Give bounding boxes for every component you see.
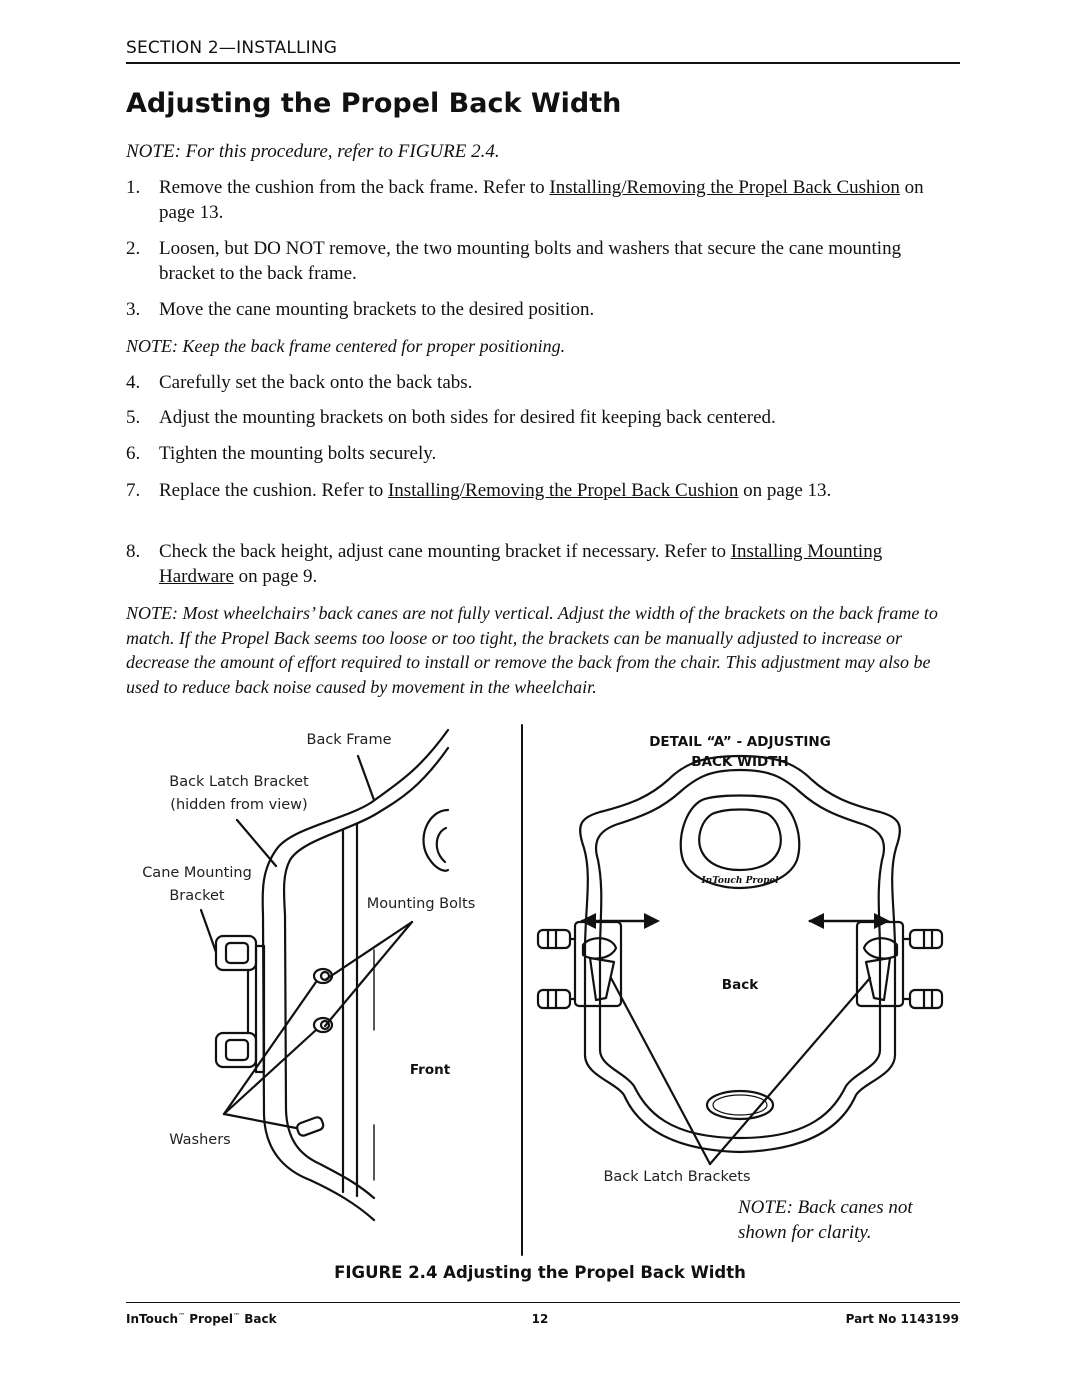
step-number: 6. <box>126 443 141 464</box>
step-number: 3. <box>126 299 141 320</box>
step-number: 5. <box>126 407 141 428</box>
trademark-symbol: ™ <box>233 1312 241 1320</box>
footer-brand: InTouch <box>126 1312 179 1326</box>
step-number: 4. <box>126 372 141 393</box>
step-8: 8. Check the back height, adjust cane mo… <box>126 539 956 589</box>
header-rule <box>126 62 960 64</box>
detail-leader-lines <box>609 976 872 1166</box>
figure-illustration: InTouch Propel Back Frame Back Latch Bra… <box>142 724 944 1256</box>
label-detail-a-line1: DETAIL “A” - ADJUSTING <box>649 734 831 750</box>
label-back: Back <box>722 977 759 993</box>
side-view-frame <box>261 728 450 1222</box>
figure-note: NOTE: Back canes not shown for clarity. <box>738 1197 913 1243</box>
step-6: 6. Tighten the mounting bolts securely. <box>126 441 956 466</box>
label-front: Front <box>410 1062 451 1078</box>
label-back-frame: Back Frame <box>307 732 392 748</box>
page-number: 12 <box>531 1312 549 1326</box>
cross-reference-link[interactable]: Installing/Removing the Propel Back Cush… <box>549 177 900 198</box>
step-5: 5. Adjust the mounting brackets on both … <box>126 405 956 430</box>
section-header: SECTION 2—INSTALLING <box>126 38 338 58</box>
step-text: Tighten the mounting bolts securely. <box>159 443 437 464</box>
detail-back-outline <box>579 754 901 1154</box>
label-back-latch-bracket: Back Latch Bracket <box>169 774 309 790</box>
step-text: Carefully set the back onto the back tab… <box>159 372 473 393</box>
cane-mounting-bracket-shape <box>214 934 266 1074</box>
step-3: 3. Move the cane mounting brackets to th… <box>126 297 956 322</box>
step-text-end: on page 9. <box>233 566 318 587</box>
label-detail-a-line2: BACK WIDTH <box>691 754 788 770</box>
step-number: 1. <box>126 177 141 198</box>
figure-caption: FIGURE 2.4 Adjusting the Propel Back Wid… <box>334 1263 746 1282</box>
mounting-bolt-shapes <box>296 967 334 1137</box>
side-view-leader-lines <box>199 754 414 1130</box>
footer-product-name: InTouch™ Propel™ Back <box>126 1312 277 1326</box>
trademark-symbol: ™ <box>178 1312 186 1320</box>
step-number: 2. <box>126 238 141 259</box>
intouch-logo: InTouch Propel <box>700 876 779 886</box>
label-hidden-from-view: (hidden from view) <box>170 797 307 813</box>
step-number: 7. <box>126 480 141 501</box>
step-2: 2. Loosen, but DO NOT remove, the two mo… <box>126 236 956 286</box>
label-bracket: Bracket <box>169 888 225 904</box>
label-washers: Washers <box>169 1132 230 1148</box>
step-text: Move the cane mounting brackets to the d… <box>159 299 595 320</box>
step-text: Replace the cushion. Refer to <box>159 480 388 501</box>
label-cane-mounting: Cane Mounting <box>142 865 252 881</box>
step-text: Check the back height, adjust cane mount… <box>159 541 731 562</box>
page-title: Adjusting the Propel Back Width <box>126 88 622 119</box>
note-intro: NOTE: For this procedure, refer to FIGUR… <box>126 141 500 162</box>
arrowheads <box>580 913 890 929</box>
step-7: 7. Replace the cushion. Refer to Install… <box>126 478 956 503</box>
part-number: Part No 1143199 <box>845 1312 959 1326</box>
footer-product: Propel <box>189 1312 234 1326</box>
step-text: Adjust the mounting brackets on both sid… <box>159 407 776 428</box>
step-text-end: on page 13. <box>159 177 924 223</box>
step-4: 4. Carefully set the back onto the back … <box>126 370 956 395</box>
step-number: 8. <box>126 541 141 562</box>
cross-reference-link[interactable]: Installing/Removing the Propel Back Cush… <box>387 480 739 501</box>
label-mounting-bolts: Mounting Bolts <box>367 896 476 912</box>
step-text: Loosen, but DO NOT remove, the two mount… <box>159 238 902 284</box>
note-wheelchair-canes: NOTE: Most wheelchairs’ back canes are n… <box>126 603 938 697</box>
footer-rule <box>126 1302 960 1303</box>
detail-right-bracket <box>855 920 944 1010</box>
label-back-latch-brackets: Back Latch Brackets <box>603 1169 750 1185</box>
footer-product-suffix: Back <box>244 1312 277 1326</box>
detail-left-bracket <box>536 920 623 1010</box>
step-text-end: on page 13. <box>738 480 832 501</box>
cross-reference-link[interactable]: Installing Mounting Hardware <box>159 541 883 587</box>
step-1: 1. Remove the cushion from the back fram… <box>126 175 956 225</box>
step-text: Remove the cushion from the back frame. … <box>159 177 550 198</box>
note-centered: NOTE: Keep the back frame centered for p… <box>126 336 566 356</box>
